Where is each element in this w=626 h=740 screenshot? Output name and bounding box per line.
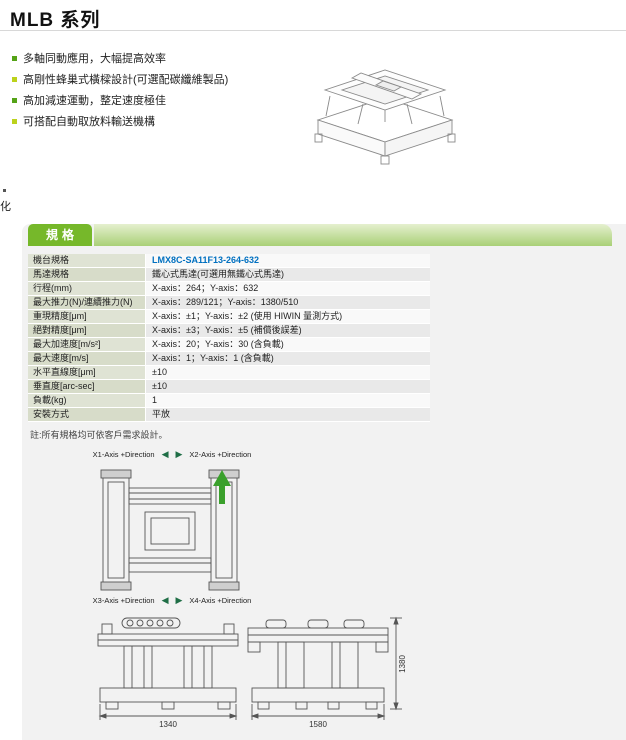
row-value: 平放: [146, 408, 430, 421]
tab-specifications[interactable]: 規格: [28, 224, 92, 246]
row-value: ±10: [146, 380, 430, 393]
row-label: 最大加速度[m/s²]: [28, 338, 146, 351]
row-value: X-axis：20；Y-axis：30 (含負載): [146, 338, 430, 351]
table-row: 安裝方式 平放: [28, 408, 430, 422]
table-row: 重現精度[μm] X-axis：±1；Y-axis：±2 (使用 HIWIN 量…: [28, 310, 430, 324]
side-view-drawing: 1580 1380: [247, 616, 407, 729]
feature-item: 高剛性蜂巢式橫樑設計(可選配碳纖維製品): [12, 71, 312, 87]
feature-text: 多軸同動應用，大幅提高效率: [23, 53, 166, 65]
row-value: X-axis：±3；Y-axis：±5 (補償後誤差): [146, 324, 430, 337]
tab-strip-decoration: [94, 224, 612, 246]
row-value: X-axis：1；Y-axis：1 (含負載): [146, 352, 430, 365]
feature-item: 高加減速運動，整定速度極佳: [12, 92, 312, 108]
axis-label-row-bottom: X3-Axis +Direction ◀ ▶ X4-Axis +Directio…: [22, 595, 322, 606]
axis-label-x3: X3-Axis +Direction: [92, 596, 155, 605]
feature-text: 高加減速運動，整定速度極佳: [23, 95, 166, 107]
row-value: X-axis：±1；Y-axis：±2 (使用 HIWIN 量測方式): [146, 310, 430, 323]
feature-item: 可搭配自動取放料輸送機構: [12, 113, 312, 129]
table-row: 最大速度[m/s] X-axis：1；Y-axis：1 (含負載): [28, 352, 430, 366]
row-value: 1: [146, 394, 430, 407]
top-view-drawing: [100, 469, 240, 591]
axis-label-x4: X4-Axis +Direction: [189, 596, 252, 605]
row-value: 鐵心式馬達(可選用無鐵心式馬達): [146, 268, 430, 281]
bullet-icon: [12, 97, 17, 103]
table-row: 負載(kg) 1: [28, 394, 430, 408]
table-row: 馬達規格 鐵心式馬達(可選用無鐵心式馬達): [28, 268, 430, 282]
row-value: X-axis：289/121；Y-axis：1380/510: [146, 296, 430, 309]
stray-dot: [3, 189, 6, 192]
row-value: X-axis：264；Y-axis：632: [146, 282, 430, 295]
front-width-dimension: 1340: [159, 720, 177, 729]
side-height-dimension: 1380: [398, 655, 407, 673]
row-label: 絕對精度[μm]: [28, 324, 146, 337]
title-divider: [0, 30, 626, 31]
row-value-model: LMX8C-SA11F13-264-632: [146, 254, 430, 267]
side-width-dimension: 1580: [309, 720, 327, 729]
axis-label-row-top: X1-Axis +Direction ◀ ▶ X2-Axis +Directio…: [22, 449, 322, 460]
row-label: 機台規格: [28, 254, 146, 267]
spec-table: 機台規格 LMX8C-SA11F13-264-632 馬達規格 鐵心式馬達(可選…: [28, 254, 430, 422]
table-row: 最大加速度[m/s²] X-axis：20；Y-axis：30 (含負載): [28, 338, 430, 352]
row-label: 馬達規格: [28, 268, 146, 281]
feature-text: 高剛性蜂巢式橫樑設計(可選配碳纖維製品): [23, 74, 229, 86]
feature-text: 可搭配自動取放料輸送機構: [23, 116, 155, 128]
row-label: 水平直線度[μm]: [28, 366, 146, 379]
table-row: 水平直線度[μm] ±10: [28, 366, 430, 380]
page-title: MLB 系列: [10, 10, 101, 31]
row-label: 行程(mm): [28, 282, 146, 295]
row-label: 負載(kg): [28, 394, 146, 407]
front-view-drawing: 1340: [97, 617, 239, 729]
table-row: 機台規格 LMX8C-SA11F13-264-632: [28, 254, 430, 268]
row-label: 重現精度[μm]: [28, 310, 146, 323]
row-label: 安裝方式: [28, 408, 146, 421]
table-row: 最大推力(N)/連續推力(N) X-axis：289/121；Y-axis：13…: [28, 296, 430, 310]
row-label: 垂直度[arc-sec]: [28, 380, 146, 393]
arrow-left-icon: ◀: [161, 449, 169, 459]
arrow-right-icon: ▶: [175, 449, 183, 459]
row-label: 最大速度[m/s]: [28, 352, 146, 365]
table-row: 絕對精度[μm] X-axis：±3；Y-axis：±5 (補償後誤差): [28, 324, 430, 338]
bullet-icon: [12, 118, 17, 124]
row-label: 最大推力(N)/連續推力(N): [28, 296, 146, 309]
bullet-icon: [12, 76, 17, 82]
arrow-left-icon: ◀: [161, 595, 169, 605]
feature-list: 多軸同動應用，大幅提高效率 高剛性蜂巢式橫樑設計(可選配碳纖維製品) 高加減速運…: [12, 50, 312, 134]
stray-text: 化: [0, 201, 11, 213]
table-row: 行程(mm) X-axis：264；Y-axis：632: [28, 282, 430, 296]
axis-label-x2: X2-Axis +Direction: [189, 450, 252, 459]
up-arrow-icon: [213, 470, 231, 504]
spec-note: 註:所有規格均可依客戶需求設計。: [30, 430, 168, 440]
tab-row: 規格: [28, 224, 612, 246]
row-value: ±10: [146, 366, 430, 379]
arrow-right-icon: ▶: [175, 595, 183, 605]
axis-label-x1: X1-Axis +Direction: [92, 450, 155, 459]
table-row: 垂直度[arc-sec] ±10: [28, 380, 430, 394]
bullet-icon: [12, 55, 17, 61]
feature-item: 多軸同動應用，大幅提高效率: [12, 50, 312, 66]
product-isometric-drawing: [314, 69, 456, 165]
spec-panel: 規格 機台規格 LMX8C-SA11F13-264-632 馬達規格 鐵心式馬達…: [22, 224, 626, 740]
